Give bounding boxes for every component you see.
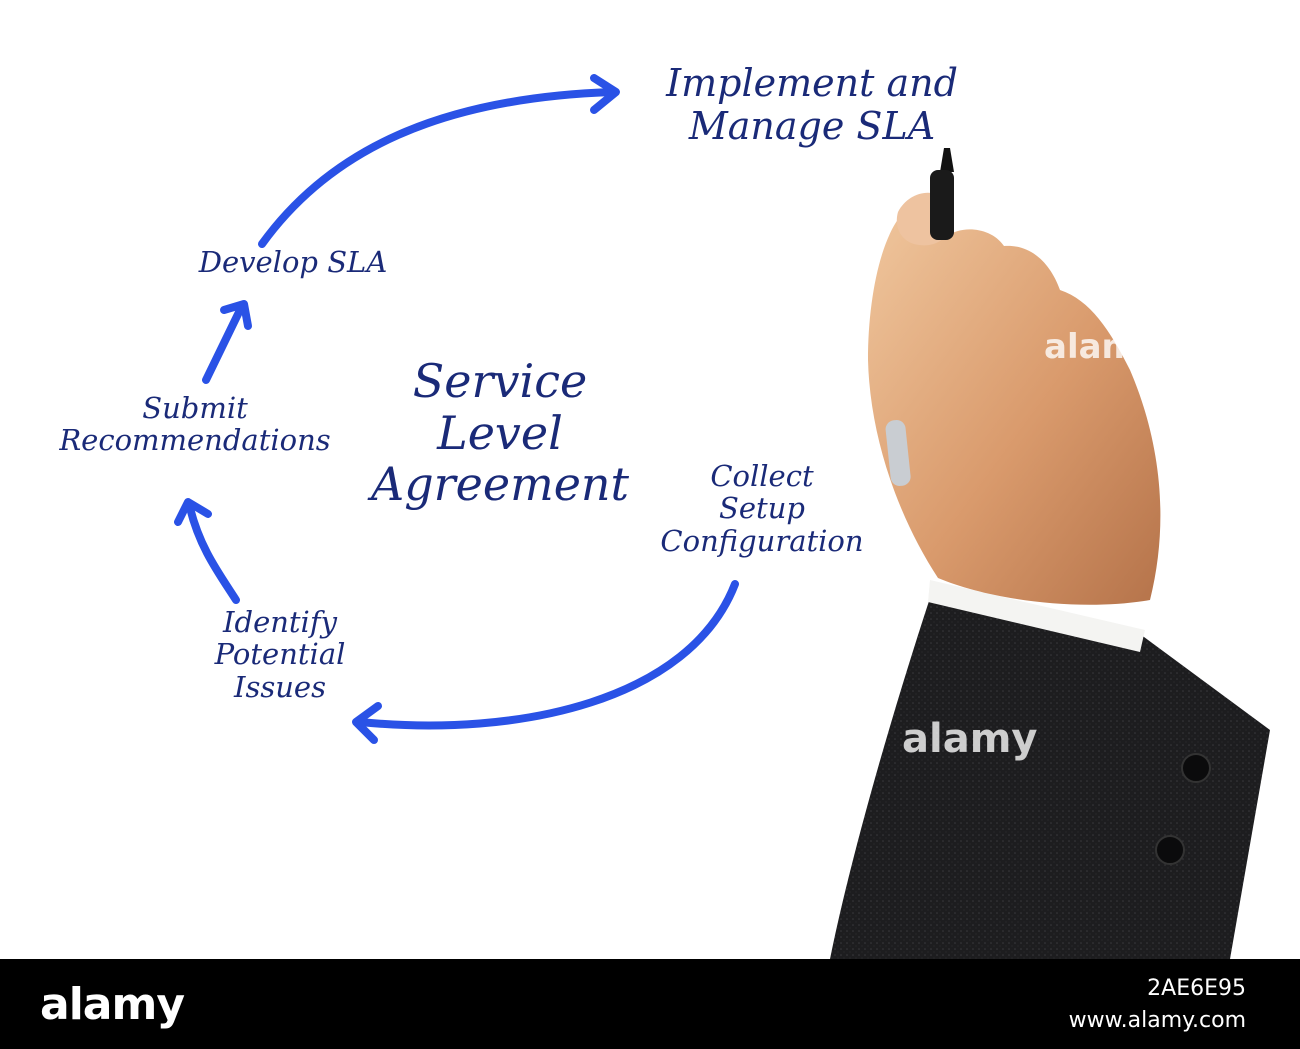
arrow-submit-to-develop (202, 306, 244, 384)
arrowhead-identify (352, 702, 382, 744)
step-identify-issues: Identify Potential Issues (180, 605, 380, 704)
step-line: Recommendations (59, 423, 331, 458)
arrow-develop-to-implement (258, 88, 616, 248)
sleeve-illustration (830, 580, 1270, 959)
step-line: Implement and (666, 61, 958, 105)
cuff-button-icon (1155, 835, 1185, 865)
cuff-button-icon (1181, 753, 1211, 783)
diagram-graphics: alamy alamy (174, 74, 1270, 959)
watermark-text: alamy (902, 716, 1037, 762)
site-url: www.alamy.com (1068, 1007, 1246, 1033)
step-implement-manage: Implement and Manage SLA (612, 62, 1012, 147)
alamy-logo: alamy (40, 979, 185, 1030)
step-line: Manage SLA (688, 103, 936, 148)
step-line: Collect (710, 459, 814, 493)
step-collect-setup: Collect Setup Configuration (612, 459, 912, 558)
diagram-title: Service Level Agreement (330, 354, 670, 512)
image-id: 2AE6E95 (1147, 976, 1246, 1001)
arrowhead-develop (220, 300, 252, 330)
watermark-text: alamy (1044, 327, 1159, 367)
arrowhead-implement (590, 74, 620, 114)
arrow-collect-to-identify (356, 580, 739, 730)
step-develop-sla: Develop SLA (178, 245, 408, 279)
step-line: Configuration (660, 523, 864, 558)
step-line: Potential (214, 637, 346, 672)
step-line: Issues (234, 669, 326, 704)
image-credit: 2AE6E95 www.alamy.com (1069, 973, 1246, 1037)
step-line: Setup (719, 491, 805, 526)
marker-icon (885, 148, 954, 486)
title-line: Agreement (370, 457, 630, 512)
stock-footer-bar: alamy 2AE6E95 www.alamy.com (0, 959, 1300, 1049)
arrow-identify-to-submit (186, 504, 240, 604)
step-line: Develop SLA (198, 245, 388, 279)
step-submit-recommendations: Submit Recommendations (10, 392, 380, 457)
step-line: Submit (142, 391, 248, 425)
step-line: Identify (223, 605, 337, 639)
title-line: Level (437, 405, 563, 460)
arrowhead-submit (174, 498, 212, 526)
title-line: Service (412, 354, 588, 408)
